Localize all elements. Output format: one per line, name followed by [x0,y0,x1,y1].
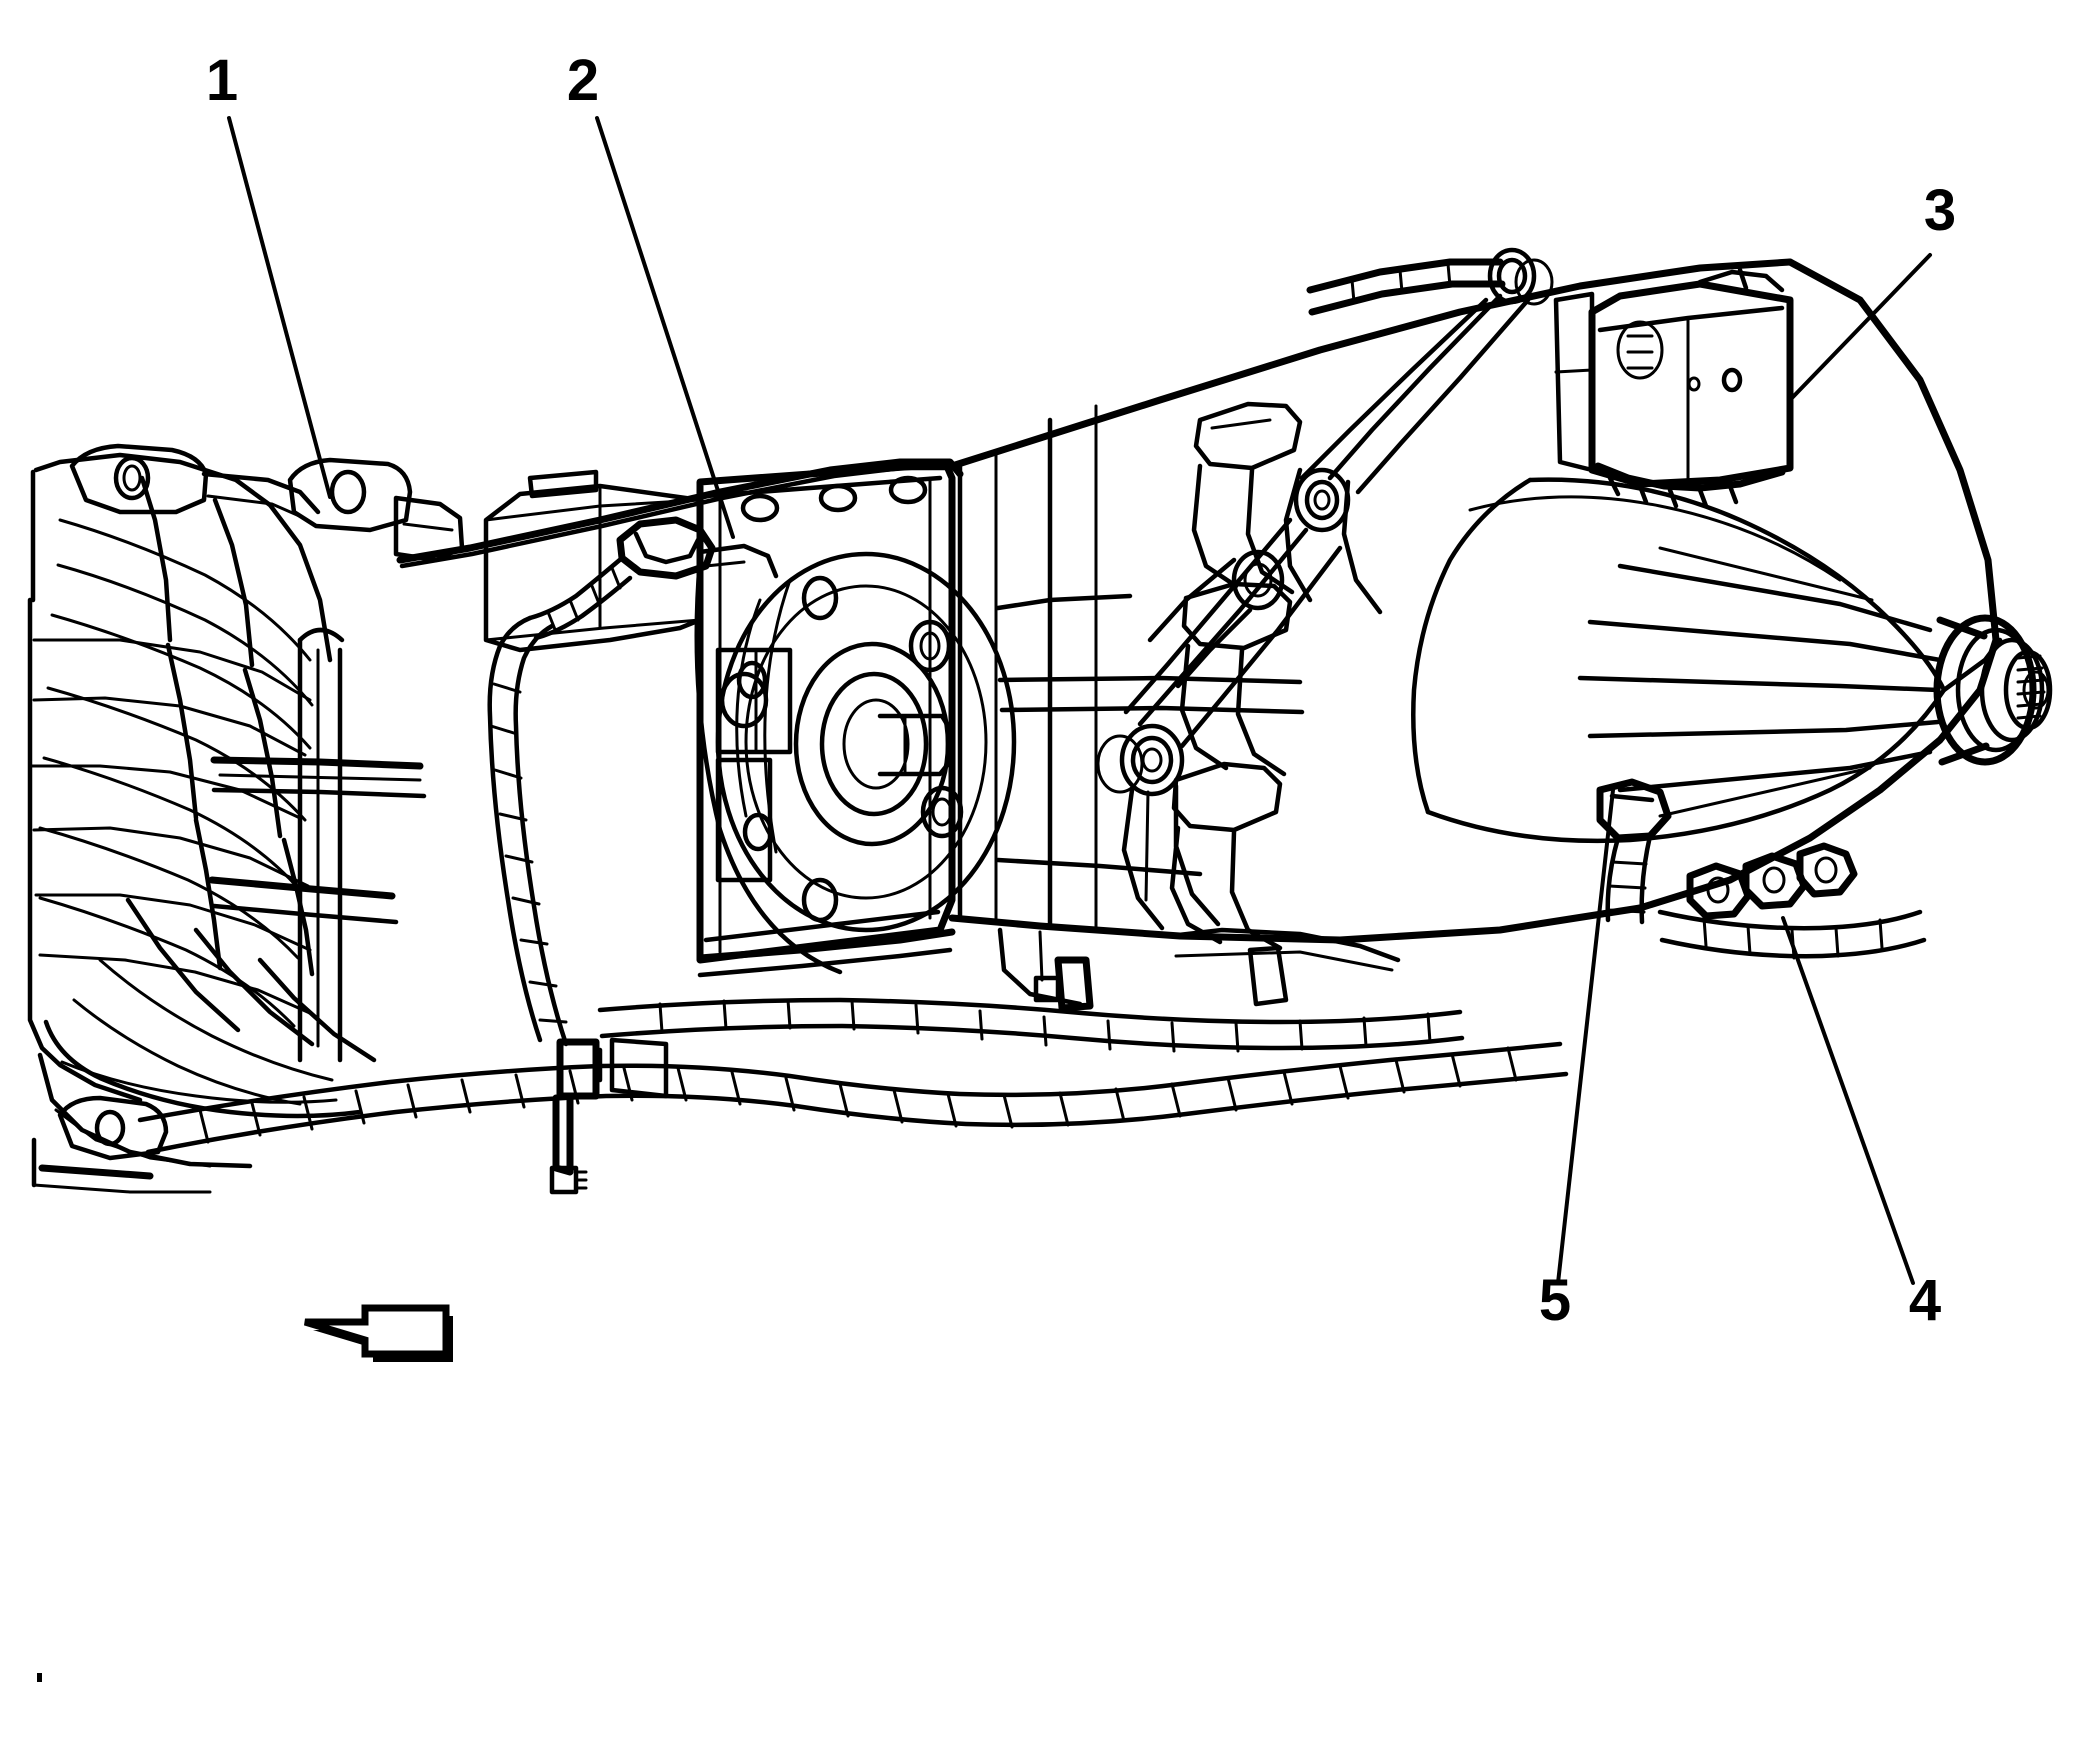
callout-number-3: 3 [1924,178,1956,243]
leader-line-4 [1781,916,1915,1285]
callout-number-5: 5 [1539,1268,1571,1333]
rear-sensor-cluster [1596,778,1927,960]
transfer-case-mount-brackets [1167,401,1401,972]
transfer-case-rear-housing [1553,267,1794,509]
callout-number-2: 2 [567,48,599,113]
wiring-harness-group [137,945,1569,1195]
callout-numbers-group: 1 2 3 4 5 [206,48,1956,1333]
leader-line-5 [1556,788,1615,1285]
case-connector [527,516,779,641]
leader-line-1 [227,116,332,499]
bell-housing-group [27,443,465,1194]
leader-line-2 [595,116,735,539]
wiring-conduit-left [487,615,569,1047]
direction-of-travel-arrow [303,1304,453,1362]
callout-number-4: 4 [1909,1268,1941,1333]
direction-arrow-outline [303,1304,450,1358]
speck-artifact [37,1673,42,1682]
callout-number-1: 1 [206,48,238,113]
leader-lines-group [227,116,1932,1285]
transmission-case-group [396,458,1017,1100]
leader-line-3 [1788,253,1932,402]
transfer-case-group [948,247,2053,1007]
